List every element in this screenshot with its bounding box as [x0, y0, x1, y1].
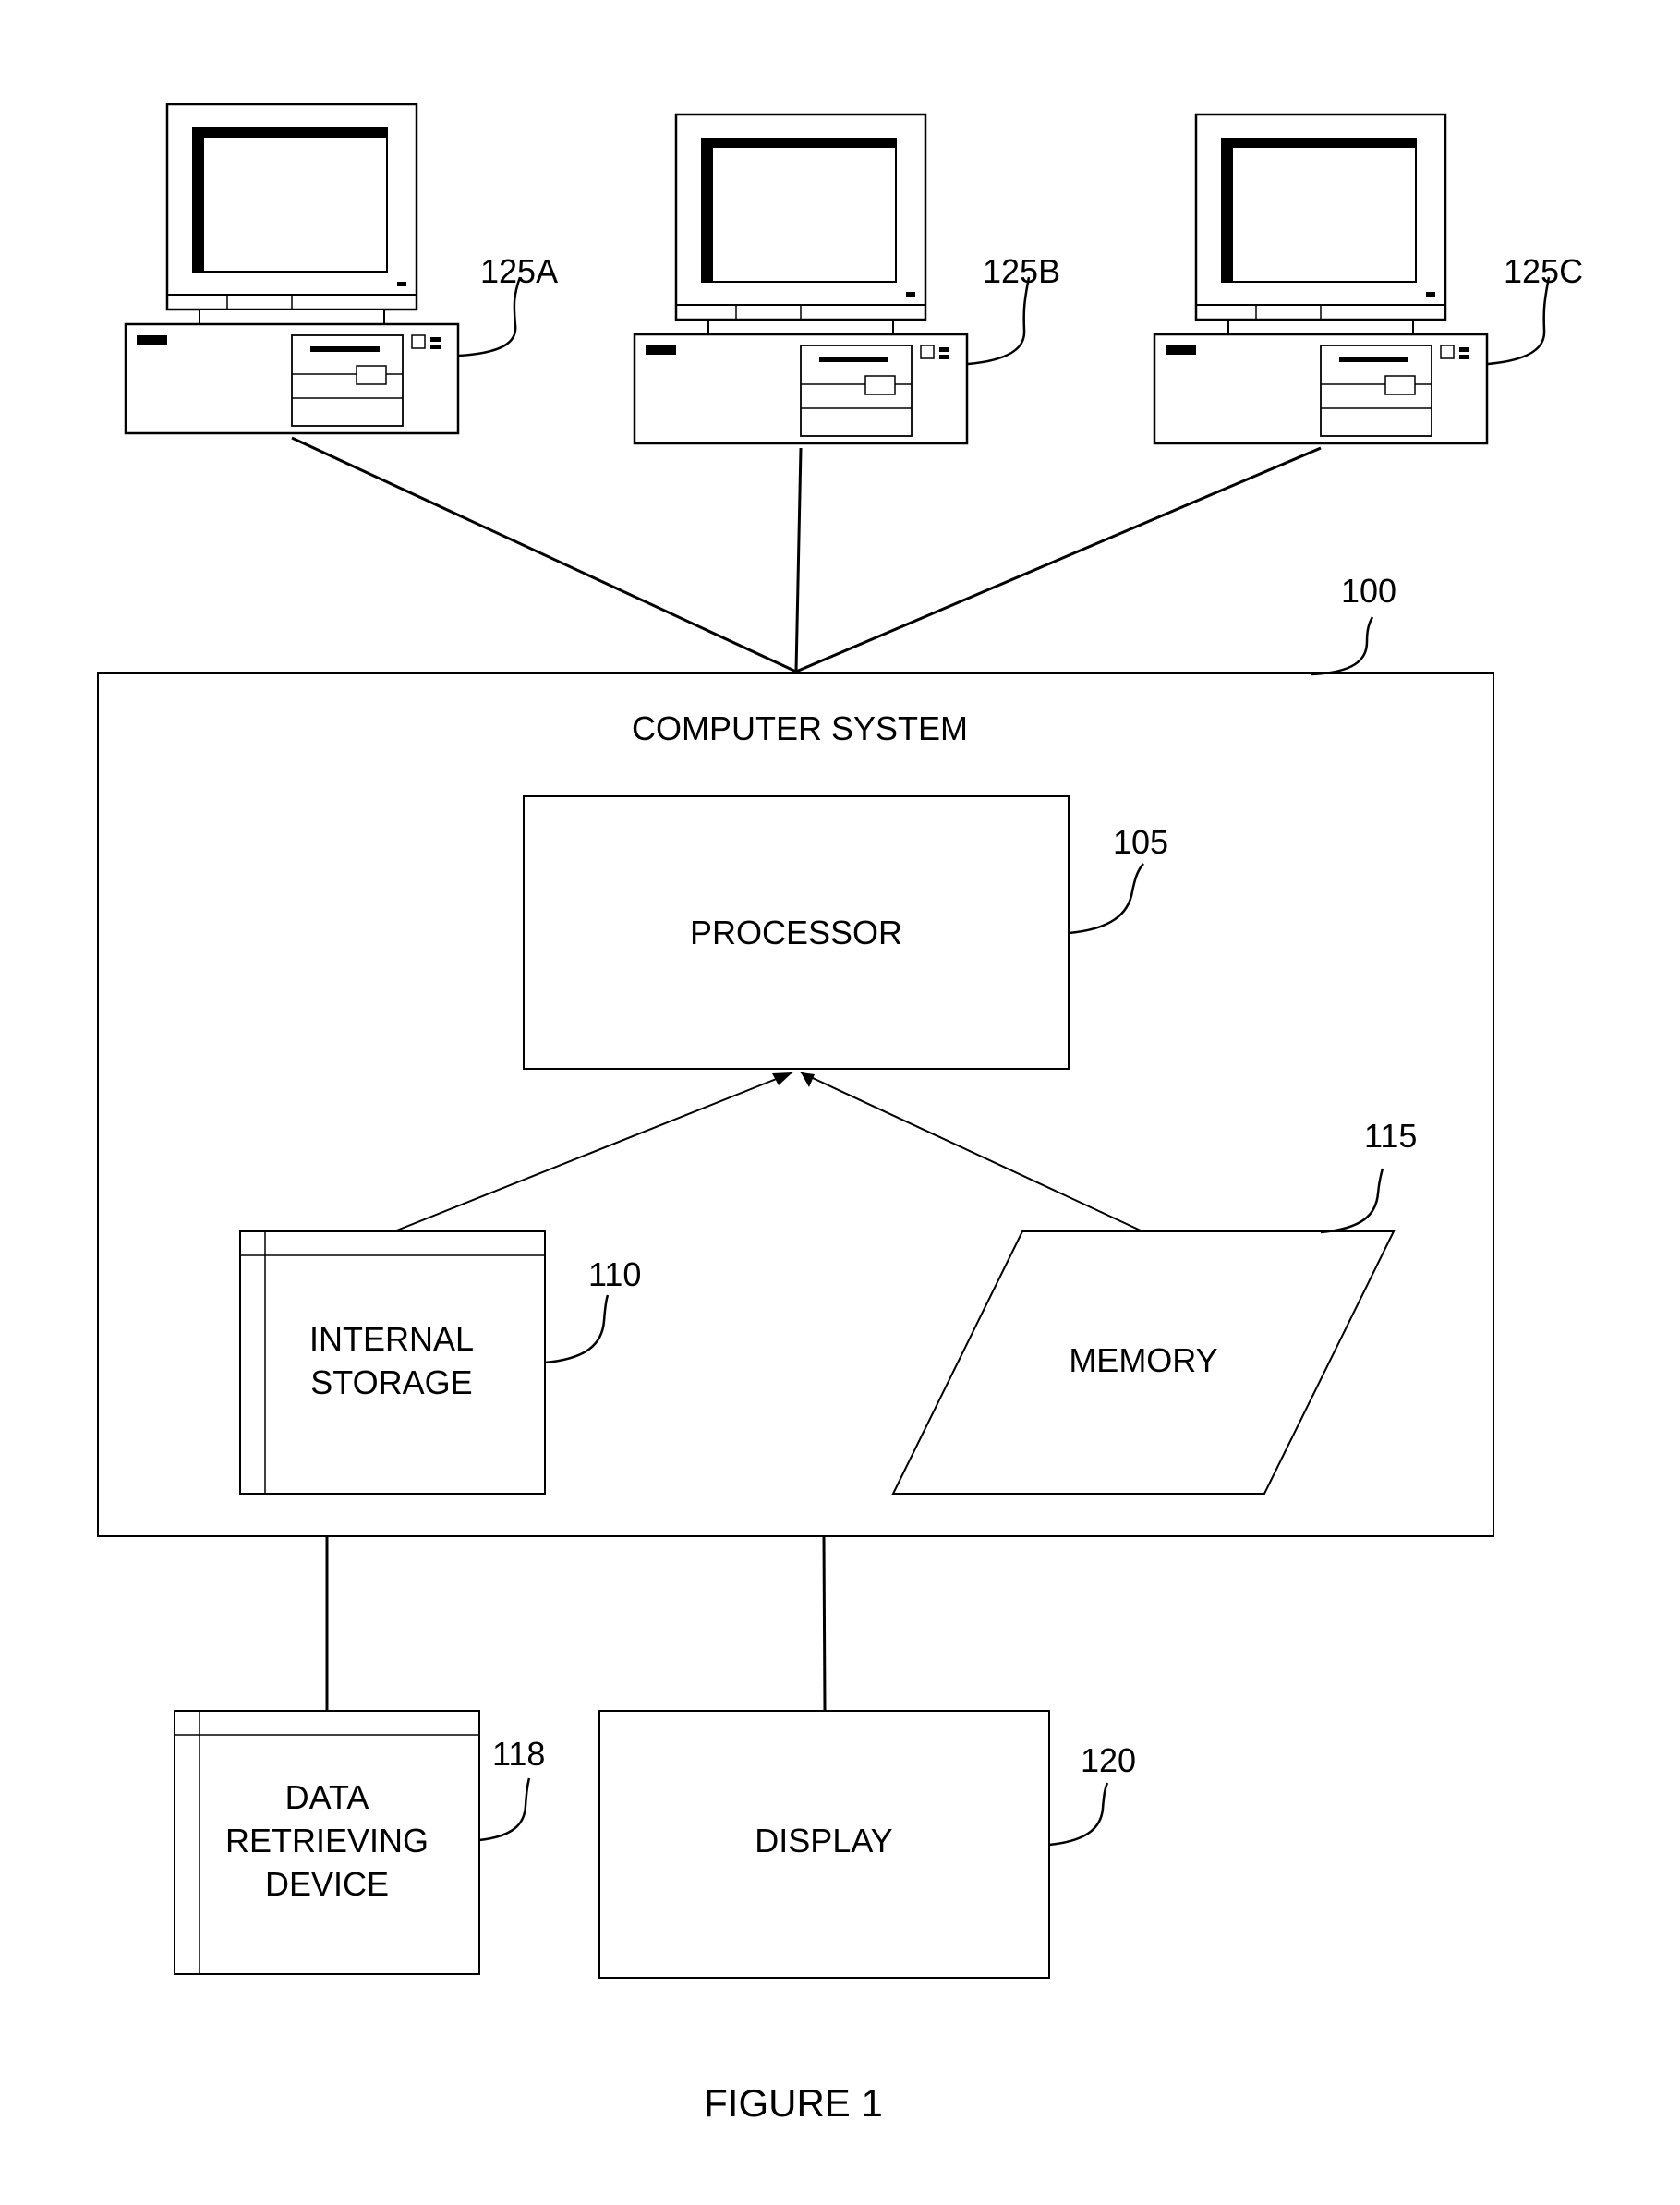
data-retrieving-device-line1: DATA: [285, 1778, 369, 1816]
workstation-125a: [126, 104, 458, 433]
ref-115: 115: [1364, 1117, 1417, 1155]
workstation-125c: [1154, 115, 1487, 443]
figure-caption: FIGURE 1: [704, 2081, 883, 2125]
leader-118: [479, 1778, 529, 1840]
workstation-125b: [635, 115, 967, 443]
computer-system-title: COMPUTER SYSTEM: [632, 709, 968, 747]
wire-125c: [796, 448, 1321, 672]
ref-125c: 125C: [1504, 252, 1583, 290]
ref-100: 100: [1341, 572, 1396, 610]
leader-110: [545, 1295, 608, 1363]
memory-label: MEMORY: [1069, 1341, 1217, 1379]
wire-125a: [292, 438, 796, 672]
ref-125b: 125B: [983, 252, 1060, 290]
arrowhead-storage: [772, 1072, 792, 1085]
ref-110: 110: [588, 1255, 641, 1293]
wire-125b: [796, 448, 801, 672]
display-label: DISPLAY: [755, 1822, 892, 1860]
data-retrieving-device-line2: RETRIEVING: [225, 1822, 429, 1860]
arrowhead-memory: [801, 1072, 815, 1087]
internal-storage-box: [240, 1231, 545, 1494]
arrow-memory-to-processor: [801, 1072, 1142, 1231]
internal-storage-label-line1: INTERNAL: [309, 1320, 474, 1358]
leader-125c: [1488, 277, 1549, 364]
leader-100: [1311, 617, 1372, 674]
ref-118: 118: [492, 1735, 545, 1773]
leader-105: [1069, 864, 1143, 933]
arrow-storage-to-processor: [394, 1072, 792, 1231]
leader-115: [1321, 1169, 1383, 1232]
wire-to-display: [824, 1536, 825, 1711]
leader-125b: [968, 277, 1029, 364]
ref-105: 105: [1113, 823, 1168, 861]
internal-storage-label-line2: STORAGE: [310, 1363, 472, 1401]
processor-label: PROCESSOR: [690, 914, 902, 951]
leader-120: [1049, 1783, 1107, 1845]
ref-120: 120: [1081, 1741, 1136, 1779]
ref-125a: 125A: [480, 252, 558, 290]
data-retrieving-device-line3: DEVICE: [265, 1865, 389, 1903]
